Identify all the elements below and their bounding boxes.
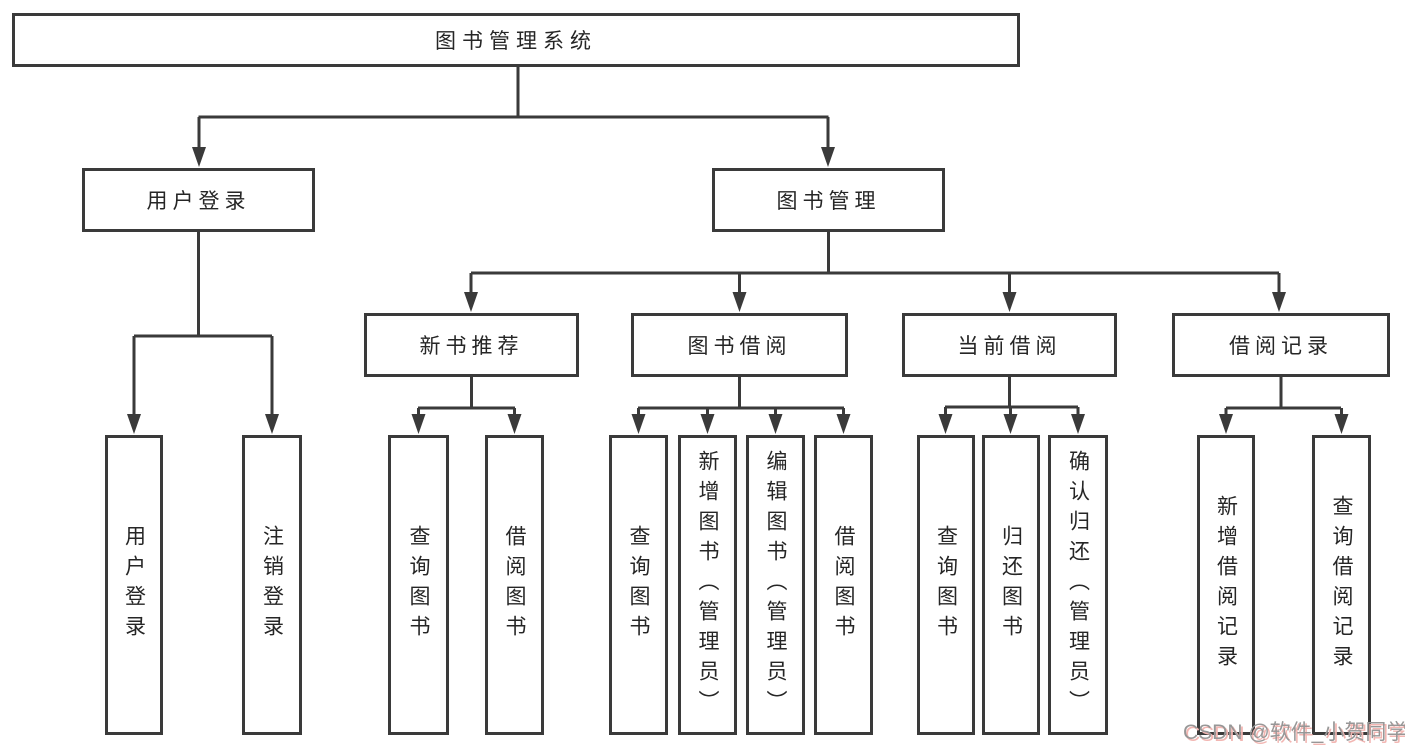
node-label: 查询图书 bbox=[934, 525, 958, 645]
watermark: CSDN @软件_小贺同学 bbox=[1183, 721, 1405, 744]
node-label: 用户登录 bbox=[146, 190, 251, 213]
arrowhead bbox=[464, 292, 478, 312]
node-new-book-recommendation: 新书推荐 bbox=[364, 313, 579, 377]
node-label: 确认归还（管理员） bbox=[1066, 450, 1090, 720]
arrowhead bbox=[821, 147, 835, 167]
arrowhead bbox=[1334, 414, 1349, 434]
node-user-login: 用户登录 bbox=[82, 168, 315, 232]
leaf-return-books: 归还图书 bbox=[982, 435, 1040, 735]
node-label: 新书推荐 bbox=[419, 335, 524, 358]
node-label: 借阅图书 bbox=[503, 525, 526, 645]
arrowhead bbox=[127, 414, 141, 434]
arrowhead bbox=[938, 414, 953, 434]
node-label: 查询借阅记录 bbox=[1330, 495, 1353, 675]
node-library-management-system: 图书管理系统 bbox=[12, 13, 1020, 67]
arrowhead bbox=[1002, 292, 1017, 312]
arrowhead bbox=[507, 414, 522, 434]
arrowhead bbox=[1219, 414, 1233, 434]
leaf-borrow-books-recommendation: 借阅图书 bbox=[485, 435, 544, 735]
leaf-query-books-borrowing: 查询图书 bbox=[609, 435, 668, 735]
arrowhead bbox=[1071, 414, 1085, 434]
node-label: 当前借阅 bbox=[957, 335, 1062, 358]
node-label: 图书管理系统 bbox=[435, 30, 597, 53]
arrowhead bbox=[192, 147, 206, 167]
arrowhead bbox=[836, 414, 851, 434]
node-label: 新增借阅记录 bbox=[1214, 495, 1238, 675]
arrowhead bbox=[411, 414, 426, 434]
node-label: 注销登录 bbox=[260, 525, 284, 645]
leaf-edit-books-admin: 编辑图书（管理员） bbox=[746, 435, 805, 735]
arrowheads bbox=[127, 147, 1349, 434]
leaf-borrow-books-borrowing: 借阅图书 bbox=[814, 435, 873, 735]
node-label: 查询图书 bbox=[407, 525, 430, 645]
node-label: 图书管理 bbox=[776, 190, 881, 213]
arrowhead bbox=[1272, 292, 1286, 312]
node-label: 编辑图书（管理员） bbox=[764, 450, 787, 720]
leaf-add-books-admin: 新增图书（管理员） bbox=[678, 435, 737, 735]
leaf-confirm-return-admin: 确认归还（管理员） bbox=[1048, 435, 1108, 735]
node-label: 用户登录 bbox=[122, 525, 146, 645]
node-borrowing-records: 借阅记录 bbox=[1172, 313, 1390, 377]
node-label: 查询图书 bbox=[627, 525, 650, 645]
node-label: 归还图书 bbox=[999, 525, 1023, 645]
arrowhead bbox=[700, 414, 715, 434]
leaf-query-borrowing-record: 查询借阅记录 bbox=[1312, 435, 1371, 735]
arrowhead bbox=[265, 414, 279, 434]
node-label: 借阅记录 bbox=[1229, 335, 1333, 358]
arrowhead bbox=[1003, 414, 1018, 434]
leaf-user-login: 用户登录 bbox=[105, 435, 163, 735]
arrowhead bbox=[768, 414, 783, 434]
node-book-borrowing: 图书借阅 bbox=[631, 313, 848, 377]
node-book-management: 图书管理 bbox=[712, 168, 945, 232]
node-current-borrowing: 当前借阅 bbox=[902, 313, 1117, 377]
node-label: 借阅图书 bbox=[832, 525, 855, 645]
node-label: 图书借阅 bbox=[687, 335, 792, 358]
leaf-logout: 注销登录 bbox=[242, 435, 302, 735]
arrowhead bbox=[732, 292, 747, 312]
leaf-query-books-recommendation: 查询图书 bbox=[388, 435, 449, 735]
arrowhead bbox=[631, 414, 646, 434]
leaf-query-books-current: 查询图书 bbox=[917, 435, 975, 735]
leaf-add-borrowing-record: 新增借阅记录 bbox=[1197, 435, 1255, 735]
node-label: 新增图书（管理员） bbox=[696, 450, 719, 720]
